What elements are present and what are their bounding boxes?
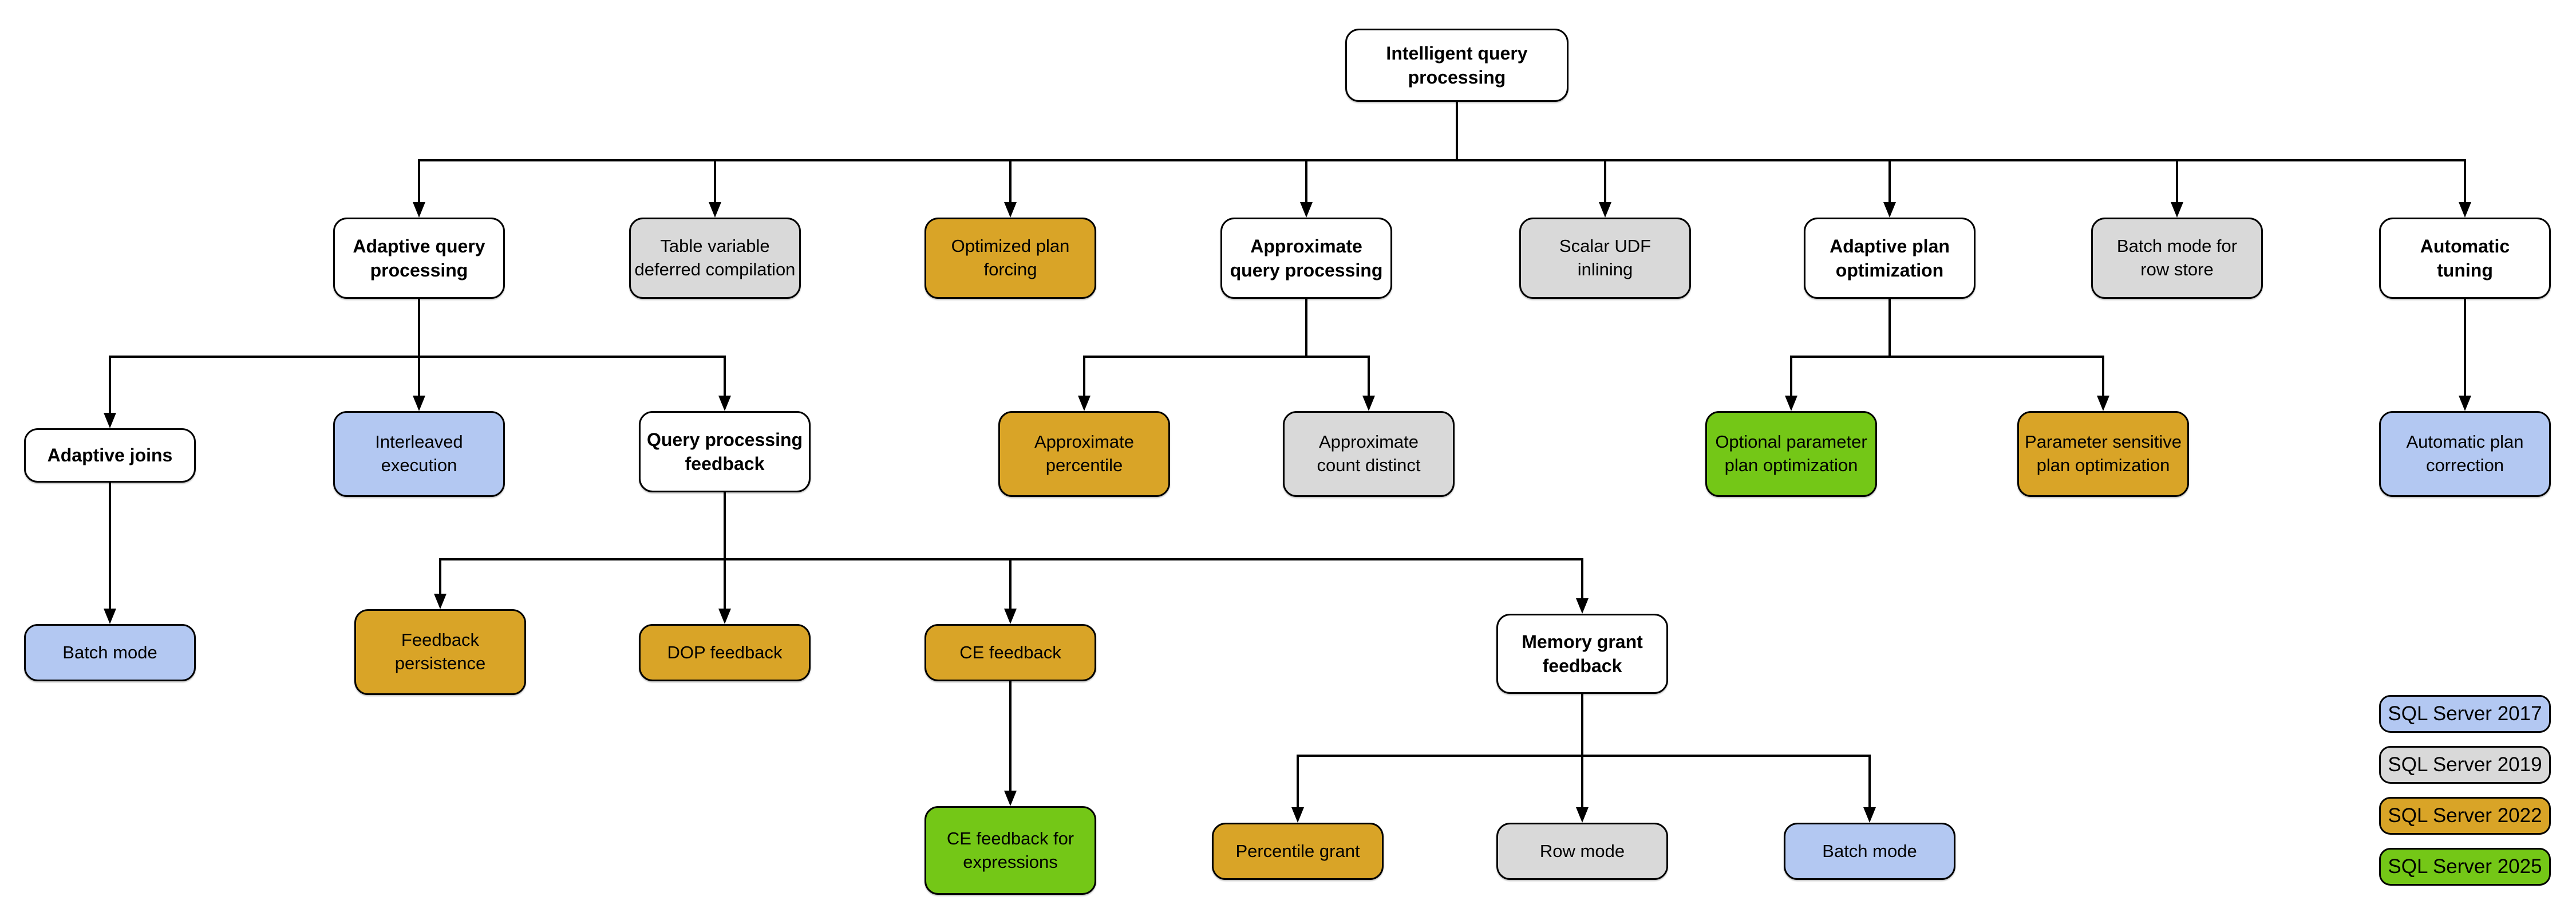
node-batch-mode-adaptive-joins: Batch mode xyxy=(24,624,196,681)
legend-item-1: SQL Server 2017 xyxy=(2379,695,2551,733)
legend-item-2: SQL Server 2019 xyxy=(2379,746,2551,784)
node-dop-feedback: DOP feedback xyxy=(639,624,811,681)
node-table-variable-deferred-compilation: Table variable deferred compilation xyxy=(629,218,801,299)
arrowhead-icon xyxy=(413,202,425,218)
arrowhead-icon xyxy=(1300,202,1313,218)
arrowhead-icon xyxy=(2459,202,2471,218)
arrowhead-icon xyxy=(434,594,447,609)
node-batch-mode-memory-grant: Batch mode xyxy=(1784,823,1955,880)
arrowhead-icon xyxy=(1576,598,1589,614)
arrowhead-icon xyxy=(1883,202,1896,218)
node-parameter-sensitive-plan-optimization: Parameter sensitive plan optimization xyxy=(2017,411,2189,497)
node-approximate-count-distinct: Approximate count distinct xyxy=(1283,411,1455,497)
node-ce-feedback-for-expressions: CE feedback for expressions xyxy=(924,806,1096,895)
arrowhead-icon xyxy=(104,609,116,624)
node-adaptive-plan-optimization: Adaptive plan optimization xyxy=(1804,218,1976,299)
arrowhead-icon xyxy=(709,202,721,218)
arrowhead-icon xyxy=(2097,396,2109,411)
arrowhead-icon xyxy=(2171,202,2183,218)
arrowhead-icon xyxy=(1291,807,1304,823)
arrowhead-icon xyxy=(718,396,731,411)
arrowhead-icon xyxy=(718,609,731,624)
node-interleaved-execution: Interleaved execution xyxy=(333,411,505,497)
node-percentile-grant: Percentile grant xyxy=(1212,823,1384,880)
arrowhead-icon xyxy=(1599,202,1611,218)
node-approximate-percentile: Approximate percentile xyxy=(998,411,1170,497)
node-ce-feedback: CE feedback xyxy=(924,624,1096,681)
node-row-mode: Row mode xyxy=(1496,823,1668,880)
arrowhead-icon xyxy=(1004,609,1017,624)
node-optional-parameter-plan-optimization: Optional parameter plan optimization xyxy=(1705,411,1877,497)
node-adaptive-joins: Adaptive joins xyxy=(24,428,196,483)
legend-item-3: SQL Server 2022 xyxy=(2379,797,2551,835)
node-automatic-plan-correction: Automatic plan correction xyxy=(2379,411,2551,497)
arrowhead-icon xyxy=(1004,202,1017,218)
arrowhead-icon xyxy=(104,413,116,428)
node-scalar-udf-inlining: Scalar UDF inlining xyxy=(1519,218,1691,299)
node-feedback-persistence: Feedback persistence xyxy=(354,609,526,695)
node-memory-grant-feedback: Memory grant feedback xyxy=(1496,614,1668,694)
arrowhead-icon xyxy=(1863,807,1876,823)
arrowhead-icon xyxy=(1576,807,1589,823)
node-intelligent-query-processing: Intelligent query processing xyxy=(1345,29,1568,102)
node-query-processing-feedback: Query processing feedback xyxy=(639,411,811,492)
node-approximate-query-processing: Approximate query processing xyxy=(1220,218,1392,299)
arrowhead-icon xyxy=(1785,396,1797,411)
node-adaptive-query-processing: Adaptive query processing xyxy=(333,218,505,299)
node-optimized-plan-forcing: Optimized plan forcing xyxy=(924,218,1096,299)
arrowhead-icon xyxy=(413,396,425,411)
legend-item-4: SQL Server 2025 xyxy=(2379,848,2551,886)
arrowhead-icon xyxy=(1078,396,1091,411)
node-batch-mode-for-row-store: Batch mode for row store xyxy=(2091,218,2263,299)
arrowhead-icon xyxy=(1004,791,1017,806)
node-automatic-tuning: Automatic tuning xyxy=(2379,218,2551,299)
arrowhead-icon xyxy=(1362,396,1375,411)
arrowhead-icon xyxy=(2459,396,2471,411)
